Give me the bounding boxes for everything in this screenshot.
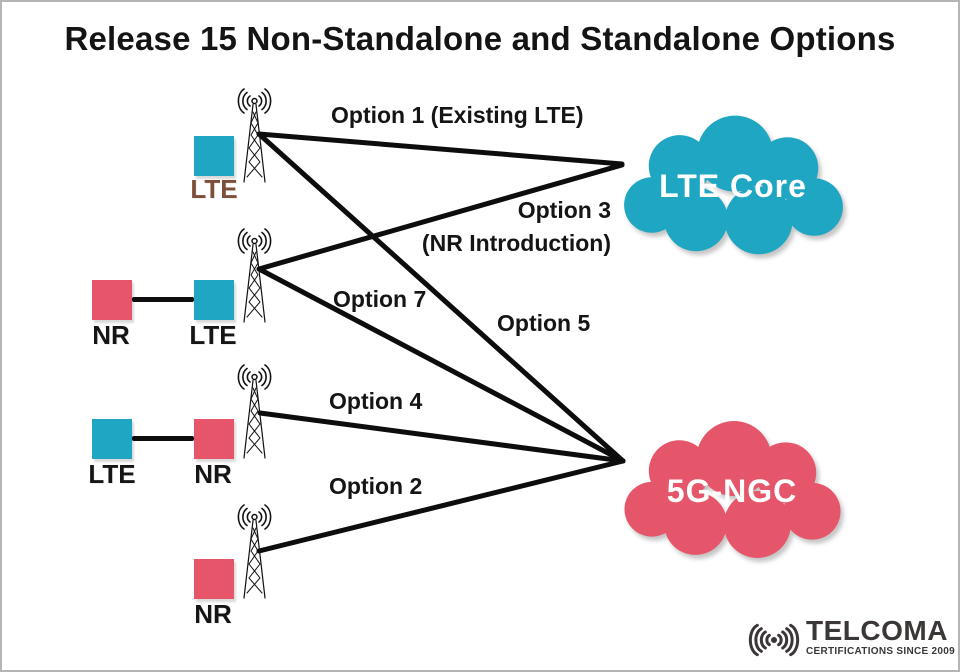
nr-node-label-site3: NR xyxy=(194,459,232,489)
lte-node-box-site2 xyxy=(194,280,234,320)
nr-node-label-site4: NR xyxy=(194,599,232,629)
connection-line-option4 xyxy=(257,410,626,464)
cell-tower-icon-site3 xyxy=(236,364,273,459)
lte-node-label-site3: LTE xyxy=(88,459,136,489)
nr-node-box-site3 xyxy=(194,419,234,459)
cloud-shape-icon xyxy=(624,421,841,558)
nr-node-label-site2: NR xyxy=(92,320,130,350)
node-connector-site2 xyxy=(132,297,194,302)
lte-core-cloud-label: LTE Core xyxy=(659,168,807,204)
connection-line-option1 xyxy=(256,131,625,167)
signal-waves-icon xyxy=(748,623,800,657)
nr-node-box-site4 xyxy=(194,559,234,599)
connection-line-option5 xyxy=(256,131,626,464)
lte-core-cloud: LTE Core xyxy=(620,114,846,259)
telcoma-logo: TELCOMA CERTIFICATIONS SINCE 2009 xyxy=(746,616,955,660)
5g-ngc-cloud: 5G-NGC xyxy=(620,420,844,562)
diagram-title: Release 15 Non-Standalone and Standalone… xyxy=(64,20,896,57)
option-4-label: Option 4 xyxy=(329,388,423,414)
option-1-label: Option 1 (Existing LTE) xyxy=(331,102,584,128)
5g-ngc-cloud-label: 5G-NGC xyxy=(666,472,798,509)
lte-node-box-site1 xyxy=(194,136,234,176)
cell-tower-icon-site4 xyxy=(236,504,273,599)
cell-tower-icon-site1 xyxy=(236,88,273,183)
cell-tower-icon-site2 xyxy=(236,228,273,323)
option-3-label: Option 3 (NR Introduction) xyxy=(422,194,611,260)
option-3-label-line2: (NR Introduction) xyxy=(421,230,611,256)
option-7-label: Option 7 xyxy=(333,286,427,312)
lte-node-box-site3 xyxy=(92,419,132,459)
option-2-label: Option 2 xyxy=(329,473,423,499)
option-3-label-line1: Option 3 xyxy=(517,197,611,223)
connection-line-option2 xyxy=(256,458,626,554)
node-connector-site3 xyxy=(132,436,194,441)
nr-node-box-site2 xyxy=(92,280,132,320)
connection-line-option7 xyxy=(256,266,626,464)
logo-tagline-text: CERTIFICATIONS SINCE 2009 xyxy=(806,646,956,657)
logo-brand-text: TELCOMA xyxy=(806,615,948,646)
cloud-shape-icon xyxy=(624,115,843,255)
lte-node-label-site2: LTE xyxy=(189,320,237,350)
option-5-label: Option 5 xyxy=(497,310,591,336)
lte-node-label-site1: LTE xyxy=(190,174,238,204)
